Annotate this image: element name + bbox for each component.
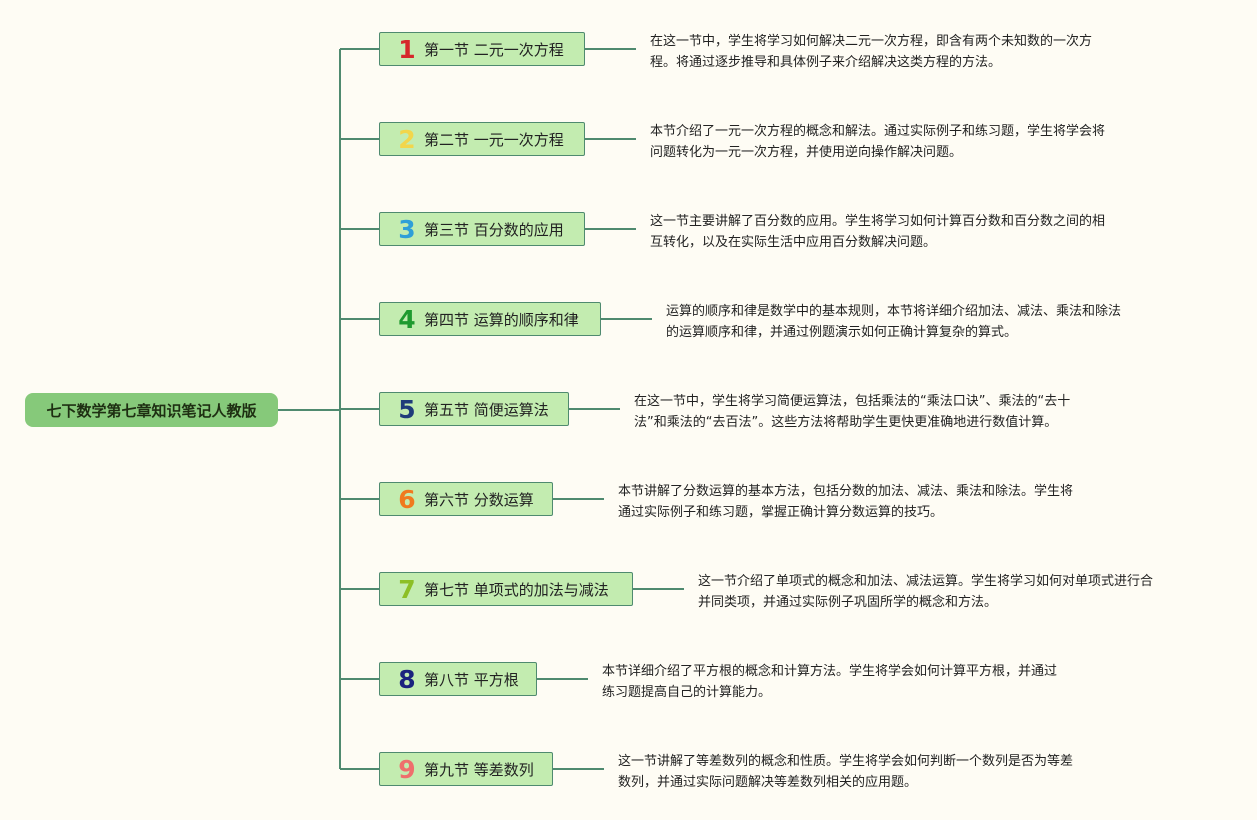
section-description-line: 本节详细介绍了平方根的概念和计算方法。学生将学会如何计算平方根，并通过 [602, 664, 1058, 679]
section-description: 本节讲解了分数运算的基本方法，包括分数的加法、减法、乘法和除法。学生将通过实际例… [618, 481, 1073, 523]
section-title: 第六节 分数运算 [424, 490, 534, 509]
section-description-line: 并同类项，并通过实际例子巩固所学的概念和方法。 [698, 595, 998, 610]
section-node[interactable]: 2 第二节 一元一次方程 [379, 122, 585, 156]
section-description-line: 本节讲解了分数运算的基本方法，包括分数的加法、减法、乘法和除法。学生将 [618, 484, 1074, 499]
section-title: 第七节 单项式的加法与减法 [424, 580, 609, 599]
section-description-line: 这一节主要讲解了百分数的应用。学生将学习如何计算百分数和百分数之间的相 [650, 214, 1106, 229]
section-number-badge: 5 [398, 394, 416, 424]
section-description-line: 这一节讲解了等差数列的概念和性质。学生将学会如何判断一个数列是否为等差 [618, 754, 1074, 769]
section-title: 第二节 一元一次方程 [424, 130, 564, 149]
section-description-line: 在这一节中，学生将学习简便运算法，包括乘法的“乘法口诀”、乘法的“去十 [634, 394, 1071, 409]
section-node[interactable]: 3 第三节 百分数的应用 [379, 212, 585, 246]
section-node[interactable]: 7 第七节 单项式的加法与减法 [379, 572, 633, 606]
section-description-line: 法”和乘法的“去百法”。这些方法将帮助学生更快更准确地进行数值计算。 [634, 415, 1058, 430]
section-number-badge: 9 [398, 754, 416, 784]
section-description: 在这一节中，学生将学习简便运算法，包括乘法的“乘法口诀”、乘法的“去十法”和乘法… [634, 391, 1070, 433]
section-description: 这一节主要讲解了百分数的应用。学生将学习如何计算百分数和百分数之间的相互转化，以… [650, 211, 1105, 253]
section-node[interactable]: 6 第六节 分数运算 [379, 482, 553, 516]
section-title: 第一节 二元一次方程 [424, 40, 564, 59]
section-node[interactable]: 1 第一节 二元一次方程 [379, 32, 585, 66]
section-description-line: 在这一节中，学生将学习如何解决二元一次方程，即含有两个未知数的一次方 [650, 34, 1093, 49]
section-description: 运算的顺序和律是数学中的基本规则，本节将详细介绍加法、减法、乘法和除法的运算顺序… [666, 301, 1121, 343]
section-node[interactable]: 4 第四节 运算的顺序和律 [379, 302, 601, 336]
section-title: 第八节 平方根 [424, 670, 519, 689]
section-description: 这一节讲解了等差数列的概念和性质。学生将学会如何判断一个数列是否为等差数列，并通… [618, 751, 1073, 793]
section-number-badge: 4 [398, 304, 416, 334]
section-description: 在这一节中，学生将学习如何解决二元一次方程，即含有两个未知数的一次方程。将通过逐… [650, 31, 1092, 73]
root-topic[interactable]: 七下数学第七章知识笔记人教版 [25, 393, 278, 427]
section-title: 第五节 简便运算法 [424, 400, 549, 419]
section-description: 本节详细介绍了平方根的概念和计算方法。学生将学会如何计算平方根，并通过练习题提高… [602, 661, 1057, 703]
root-topic-label: 七下数学第七章知识笔记人教版 [46, 401, 257, 420]
section-number-badge: 2 [398, 124, 416, 154]
section-number-badge: 1 [398, 34, 416, 64]
section-node[interactable]: 5 第五节 简便运算法 [379, 392, 569, 426]
section-node[interactable]: 8 第八节 平方根 [379, 662, 537, 696]
section-description: 本节介绍了一元一次方程的概念和解法。通过实际例子和练习题，学生将学会将问题转化为… [650, 121, 1105, 163]
section-description-line: 本节介绍了一元一次方程的概念和解法。通过实际例子和练习题，学生将学会将 [650, 124, 1106, 139]
section-number-badge: 6 [398, 484, 416, 514]
section-number-badge: 7 [398, 574, 416, 604]
section-number-badge: 3 [398, 214, 416, 244]
section-title: 第九节 等差数列 [424, 760, 534, 779]
section-description-line: 的运算顺序和律，并通过例题演示如何正确计算复杂的算式。 [666, 325, 1018, 340]
section-description-line: 问题转化为一元一次方程，并使用逆向操作解决问题。 [650, 145, 963, 160]
section-description-line: 数列，并通过实际问题解决等差数列相关的应用题。 [618, 775, 918, 790]
section-title: 第四节 运算的顺序和律 [424, 310, 579, 329]
section-description-line: 这一节介绍了单项式的概念和加法、减法运算。学生将学习如何对单项式进行合 [698, 574, 1154, 589]
section-title: 第三节 百分数的应用 [424, 220, 564, 239]
section-number-badge: 8 [398, 664, 416, 694]
section-description-line: 练习题提高自己的计算能力。 [602, 685, 772, 700]
section-description-line: 通过实际例子和练习题，掌握正确计算分数运算的技巧。 [618, 505, 944, 520]
section-node[interactable]: 9 第九节 等差数列 [379, 752, 553, 786]
section-description-line: 互转化，以及在实际生活中应用百分数解决问题。 [650, 235, 937, 250]
section-description: 这一节介绍了单项式的概念和加法、减法运算。学生将学习如何对单项式进行合并同类项，… [698, 571, 1153, 613]
section-description-line: 运算的顺序和律是数学中的基本规则，本节将详细介绍加法、减法、乘法和除法 [666, 304, 1122, 319]
section-description-line: 程。将通过逐步推导和具体例子来介绍解决这类方程的方法。 [650, 55, 1002, 70]
